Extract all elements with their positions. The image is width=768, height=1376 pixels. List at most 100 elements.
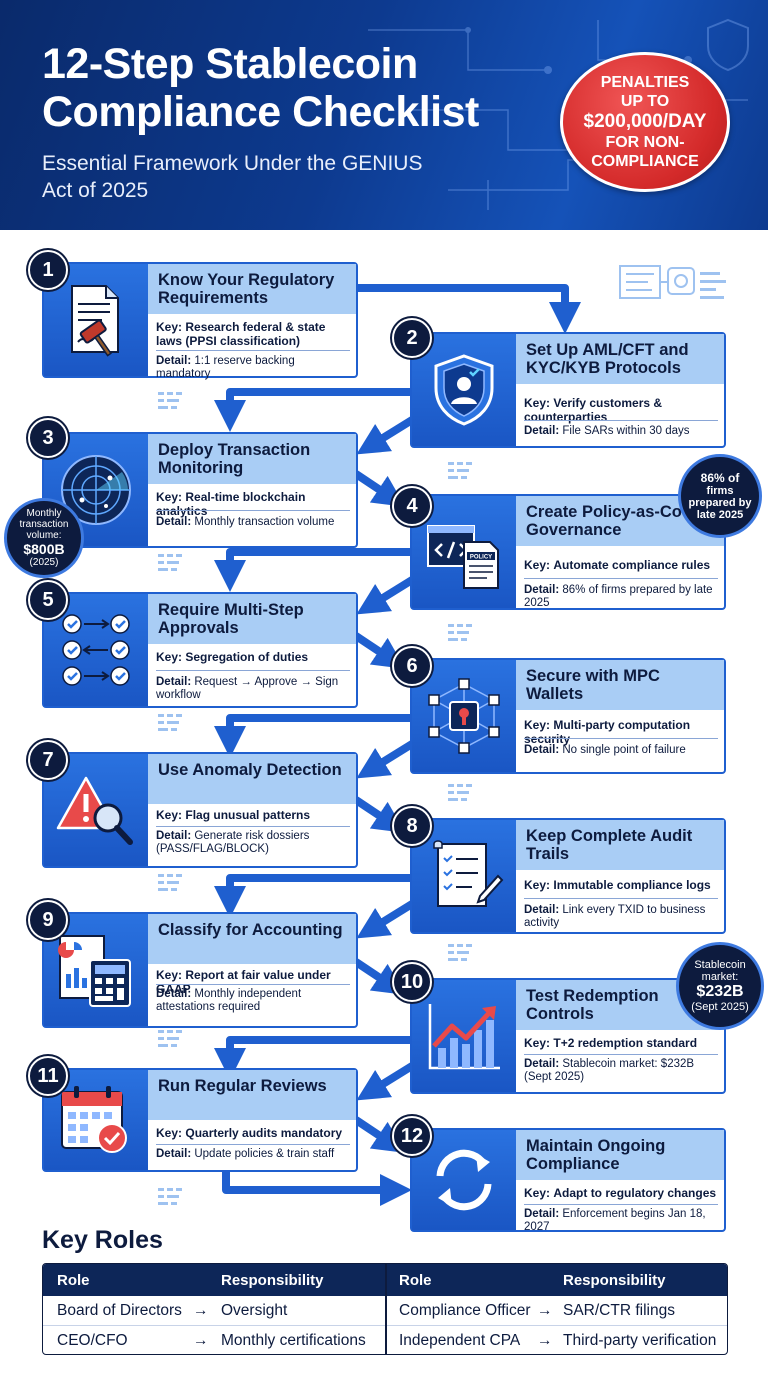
- step-card-12: Maintain Ongoing Compliance Key: Adapt t…: [410, 1128, 726, 1233]
- callout-firms-bubble: 86% of firms prepared by late 2025: [678, 454, 762, 538]
- step-number-badge: 12: [392, 1116, 432, 1156]
- step-key: Key: Adapt to regulatory changes: [524, 1186, 717, 1200]
- step-number-badge: 9: [28, 900, 68, 940]
- step-icon-panel: [44, 754, 148, 866]
- arrow-2-3: [214, 388, 412, 432]
- step-title: Classify for Accounting: [148, 914, 356, 964]
- step-icon-panel: [412, 334, 516, 446]
- step-title: Set Up AML/CFT and KYC/KYB Protocols: [516, 334, 724, 384]
- decorative-dots: [158, 874, 182, 891]
- arrow-9-10: [353, 958, 406, 995]
- shield-user-icon: [434, 354, 494, 426]
- radar-icon: [61, 455, 131, 525]
- arrow-10-11-left: [356, 1062, 415, 1101]
- step-icon-panel: [412, 820, 516, 932]
- step-detail: Detail: Update policies & train staff: [156, 1148, 335, 1160]
- step-detail: Detail: 86% of firms prepared by late 20…: [524, 584, 713, 609]
- decorative-dots: [158, 392, 182, 409]
- step-detail: Detail: 1:1 reserve backing mandatory: [156, 355, 295, 380]
- step-icon-panel: [44, 264, 148, 376]
- arrow-11-12-bottom: [222, 1172, 412, 1206]
- divider: [524, 738, 718, 739]
- key-roles-title: Key Roles: [42, 1226, 163, 1254]
- audit-scroll-icon: [433, 840, 504, 907]
- arrow-4-5: [214, 548, 412, 592]
- page-title: 12-Step Stablecoin Compliance Checklist: [42, 40, 479, 136]
- step-number-badge: 1: [28, 250, 68, 290]
- divider: [156, 984, 350, 985]
- step-detail: Detail: Request → Approve → Sign workflo…: [156, 676, 339, 701]
- code-policy-icon: POLICY: [427, 525, 499, 589]
- step-card-2: Set Up AML/CFT and KYC/KYB Protocols Key…: [410, 332, 726, 448]
- refresh-cycle-icon: [436, 1149, 492, 1211]
- arrow-11-12: [353, 1116, 406, 1153]
- step-card-5: Require Multi-Step Approvals Key: Segreg…: [42, 592, 358, 708]
- step-title: Require Multi-Step Approvals: [148, 594, 356, 644]
- divider: [156, 350, 350, 351]
- decorative-dots: [158, 714, 182, 731]
- penalty-badge: PENALTIES UP TO $200,000/DAY FOR NON- CO…: [560, 52, 730, 192]
- divider: [524, 1054, 718, 1055]
- step-number-badge: 2: [392, 318, 432, 358]
- divider: [524, 420, 718, 421]
- step-title: Deploy Transaction Monitoring: [148, 434, 356, 484]
- table-row: Board of Directors → Oversight Complianc…: [43, 1296, 727, 1326]
- arrow-3-4: [353, 470, 406, 507]
- step-title: Maintain Ongoing Compliance: [516, 1130, 724, 1180]
- decorative-dots: [158, 1030, 182, 1047]
- callout-volume-bubble: Monthly transaction volume: $800B (2025): [4, 498, 84, 578]
- arrow-6-7-left: [356, 740, 415, 779]
- decorative-dots: [158, 1188, 182, 1205]
- step-key: Key: Flag unusual patterns: [156, 808, 311, 822]
- step-icon-panel: [44, 594, 148, 706]
- callout-market-bubble: Stablecoin market: $232B (Sept 2025): [676, 942, 764, 1030]
- step-card-4: POLICY Create Policy-as-Code Governance …: [410, 494, 726, 610]
- decorative-dots: [448, 944, 472, 961]
- step-number-badge: 7: [28, 740, 68, 780]
- step-detail: Detail: Enforcement begins Jan 18, 2027: [524, 1208, 706, 1233]
- svg-text:POLICY: POLICY: [470, 555, 492, 561]
- arrow-8-9-left: [356, 900, 415, 939]
- step-number-badge: 5: [28, 580, 68, 620]
- step-detail: Detail: File SARs within 30 days: [524, 425, 690, 437]
- step-card-11: Run Regular Reviews Key: Quarterly audit…: [42, 1068, 358, 1172]
- calculator-report-icon: [58, 935, 131, 1007]
- arrow-2-3-left: [356, 416, 415, 455]
- decorative-dots: [448, 624, 472, 641]
- step-key: Key: Automate compliance rules: [524, 558, 711, 572]
- arrow-5-6: [353, 632, 406, 669]
- step-key: Key: Real-time blockchain analytics: [156, 490, 306, 518]
- divider: [156, 510, 350, 511]
- decorative-dots: [448, 784, 472, 801]
- step-key: Key: T+2 redemption standard: [524, 1036, 698, 1050]
- step-card-1: Know Your Regulatory Requirements Key: R…: [42, 262, 358, 380]
- trend-chart-icon: [428, 1004, 500, 1070]
- step-key: Key: Research federal & state laws (PPSI…: [156, 320, 326, 348]
- step-key: Key: Immutable compliance logs: [524, 878, 711, 892]
- step-title: Run Regular Reviews: [148, 1070, 356, 1120]
- step-card-10: Test Redemption Controls Key: T+2 redemp…: [410, 978, 726, 1094]
- divider: [156, 826, 350, 827]
- arrow-7-8: [353, 796, 406, 833]
- arrow-10-11: [214, 1036, 412, 1080]
- arrow-1-2: [358, 284, 581, 334]
- step-detail: Detail: No single point of failure: [524, 744, 686, 756]
- page-subtitle: Essential Framework Under the GENIUS Act…: [42, 152, 423, 202]
- step-key: Key: Multi-party computation security: [524, 718, 691, 746]
- step-detail: Detail: Monthly transaction volume: [156, 516, 335, 528]
- calendar-check-icon: [61, 1086, 127, 1153]
- step-detail: Detail: Generate risk dossiers (PASS/FLA…: [156, 830, 310, 855]
- divider: [156, 1144, 350, 1145]
- table-column-divider: [385, 1264, 387, 1354]
- step-number-badge: 11: [28, 1056, 68, 1096]
- divider: [524, 578, 718, 579]
- arrow-6-7: [214, 714, 412, 758]
- step-detail: Detail: Monthly independent attestations…: [156, 988, 302, 1013]
- step-number-badge: 10: [392, 962, 432, 1002]
- approval-flow-icon: [62, 614, 130, 686]
- divider: [156, 670, 350, 671]
- step-key: Key: Quarterly audits mandatory: [156, 1126, 343, 1140]
- step-number-badge: 6: [392, 646, 432, 686]
- header-banner: 12-Step Stablecoin Compliance Checklist …: [0, 0, 768, 230]
